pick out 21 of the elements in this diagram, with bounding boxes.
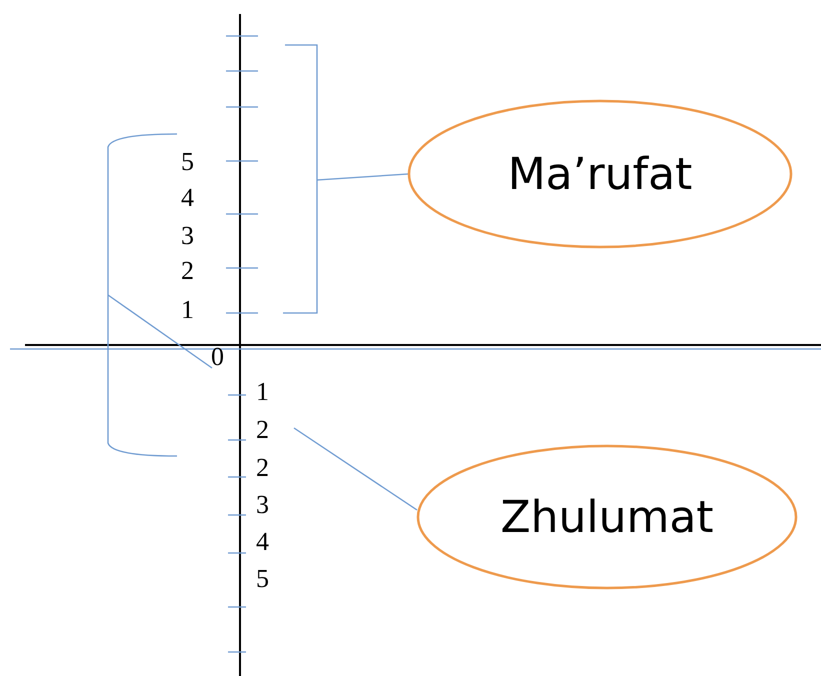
axis-number: 4 — [256, 528, 269, 556]
axis-number: 4 — [181, 184, 194, 212]
node-label: Ma’rufat — [508, 148, 692, 200]
axis-number: 2 — [256, 454, 269, 482]
axis-number: 3 — [256, 491, 269, 519]
leader-line — [294, 427, 418, 511]
axis-number: 1 — [256, 378, 269, 406]
axis-number: 1 — [181, 296, 194, 324]
ellipse-node — [416, 444, 798, 590]
bracket — [282, 44, 318, 314]
leader-line — [316, 173, 408, 181]
ellipse-node — [407, 99, 793, 249]
bracket — [107, 133, 177, 457]
axis-number: 2 — [181, 257, 194, 285]
axis-number: 3 — [181, 222, 194, 250]
axis-number: 5 — [256, 565, 269, 593]
axis-number: 0 — [211, 343, 224, 371]
node-label: Zhulumat — [500, 492, 714, 542]
axis-number: 5 — [181, 148, 194, 176]
leader-line — [108, 294, 212, 369]
axis-number: 2 — [256, 416, 269, 444]
